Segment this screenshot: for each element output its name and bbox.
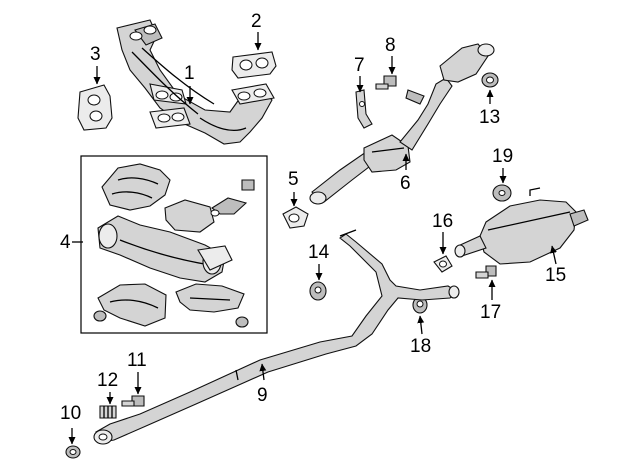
callout-10: 10 [60, 403, 82, 424]
callout-1: 1 [184, 63, 195, 84]
exhaust-manifold-part-1[interactable] [117, 20, 274, 144]
gasket-part-2[interactable] [232, 52, 276, 78]
hanger-part-14[interactable] [310, 282, 326, 300]
front-pipe-part-6[interactable] [310, 44, 494, 204]
bolt-part-11[interactable] [122, 396, 144, 406]
callout-12: 12 [97, 370, 119, 391]
converter-kit-part-4[interactable] [94, 164, 254, 327]
stud-part-12[interactable] [100, 406, 116, 418]
callout-18: 18 [410, 336, 432, 357]
callout-6: 6 [400, 173, 411, 194]
gasket-part-10[interactable] [66, 446, 80, 458]
callout-9: 9 [257, 385, 268, 406]
callout-5: 5 [288, 169, 299, 190]
muffler-part-15[interactable] [455, 188, 588, 264]
gasket-part-3[interactable] [78, 85, 112, 130]
gasket-part-16[interactable] [434, 256, 452, 272]
callout-16: 16 [432, 211, 454, 232]
callout-4: 4 [60, 232, 71, 253]
callout-17: 17 [480, 302, 502, 323]
callout-3: 3 [90, 44, 101, 65]
callout-7: 7 [354, 55, 365, 76]
callout-19: 19 [492, 146, 514, 167]
callout-2: 2 [251, 11, 262, 32]
bolt-part-17[interactable] [476, 266, 496, 278]
gasket-part-5[interactable] [283, 207, 308, 228]
hanger-part-19[interactable] [493, 185, 511, 201]
callout-11: 11 [127, 350, 147, 371]
callout-8: 8 [385, 35, 396, 56]
callout-14: 14 [308, 242, 330, 263]
callout-13: 13 [479, 107, 501, 128]
bracket-part-7[interactable] [356, 90, 372, 128]
leader-lines [68, 32, 557, 445]
callout-15: 15 [545, 265, 567, 286]
gasket-part-13[interactable] [482, 73, 498, 87]
center-pipe-part-9[interactable] [94, 230, 459, 444]
bolt-part-8[interactable] [376, 76, 396, 89]
kit-box-part-4 [80, 155, 268, 334]
